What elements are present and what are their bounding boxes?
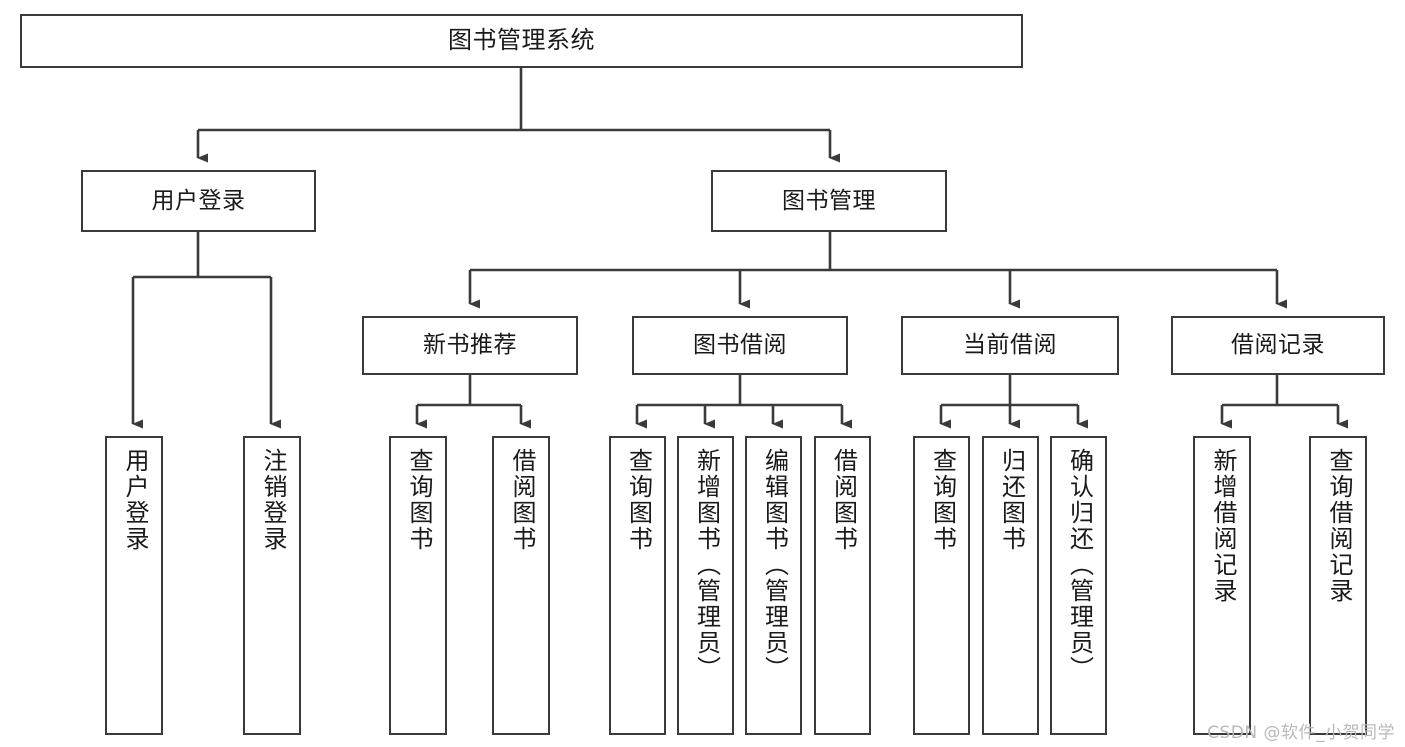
node-label: 确认归还（管理员） — [1065, 448, 1094, 682]
leaf-user-login-login[interactable]: 用户登录 — [105, 436, 163, 735]
node-new-book-recommend[interactable]: 新书推荐 — [362, 316, 578, 375]
node-label: 查询图书 — [404, 448, 433, 552]
node-label: 注销登录 — [258, 448, 287, 552]
node-label: 用户登录 — [120, 448, 149, 552]
node-user-login[interactable]: 用户登录 — [81, 170, 316, 232]
leaf-book-borrow-edit-book-admin[interactable]: 编辑图书（管理员） — [745, 436, 802, 735]
leaf-new-book-query-book[interactable]: 查询图书 — [389, 436, 447, 735]
leaf-borrow-record-add-record[interactable]: 新增借阅记录 — [1193, 436, 1251, 735]
node-label: 借阅记录 — [1231, 332, 1325, 359]
node-label: 新增借阅记录 — [1208, 448, 1237, 604]
node-label: 当前借阅 — [963, 332, 1057, 359]
node-label: 查询图书 — [624, 448, 653, 552]
node-root-book-management-system[interactable]: 图书管理系统 — [20, 14, 1023, 68]
node-label: 用户登录 — [151, 187, 246, 214]
leaf-current-borrow-confirm-return-admin[interactable]: 确认归还（管理员） — [1050, 436, 1107, 735]
node-label: 查询借阅记录 — [1324, 448, 1353, 604]
leaf-current-borrow-query-book[interactable]: 查询图书 — [913, 436, 970, 735]
leaf-book-borrow-add-book-admin[interactable]: 新增图书（管理员） — [677, 436, 734, 735]
csdn-watermark: CSDN @软件_小贺同学 — [1207, 723, 1395, 743]
node-label: 图书管理系统 — [448, 26, 595, 55]
node-label: 借阅图书 — [507, 448, 536, 552]
node-label: 图书管理 — [782, 187, 876, 214]
node-book-management[interactable]: 图书管理 — [711, 170, 947, 232]
leaf-book-borrow-borrow-book[interactable]: 借阅图书 — [814, 436, 871, 735]
leaf-borrow-record-query-record[interactable]: 查询借阅记录 — [1309, 436, 1367, 735]
node-current-borrow[interactable]: 当前借阅 — [901, 316, 1119, 375]
node-book-borrow[interactable]: 图书借阅 — [632, 316, 848, 375]
node-borrow-record[interactable]: 借阅记录 — [1171, 316, 1385, 375]
leaf-user-login-logout[interactable]: 注销登录 — [243, 436, 301, 735]
node-label: 借阅图书 — [829, 448, 858, 552]
leaf-book-borrow-query-book[interactable]: 查询图书 — [609, 436, 666, 735]
node-label: 图书借阅 — [693, 332, 787, 359]
node-label: 新增图书（管理员） — [692, 448, 721, 682]
node-label: 新书推荐 — [423, 332, 517, 359]
node-label: 编辑图书（管理员） — [760, 448, 789, 682]
node-label: 归还图书 — [997, 448, 1026, 552]
node-label: 查询图书 — [928, 448, 957, 552]
leaf-new-book-borrow-book[interactable]: 借阅图书 — [492, 436, 550, 735]
leaf-current-borrow-return-book[interactable]: 归还图书 — [982, 436, 1039, 735]
